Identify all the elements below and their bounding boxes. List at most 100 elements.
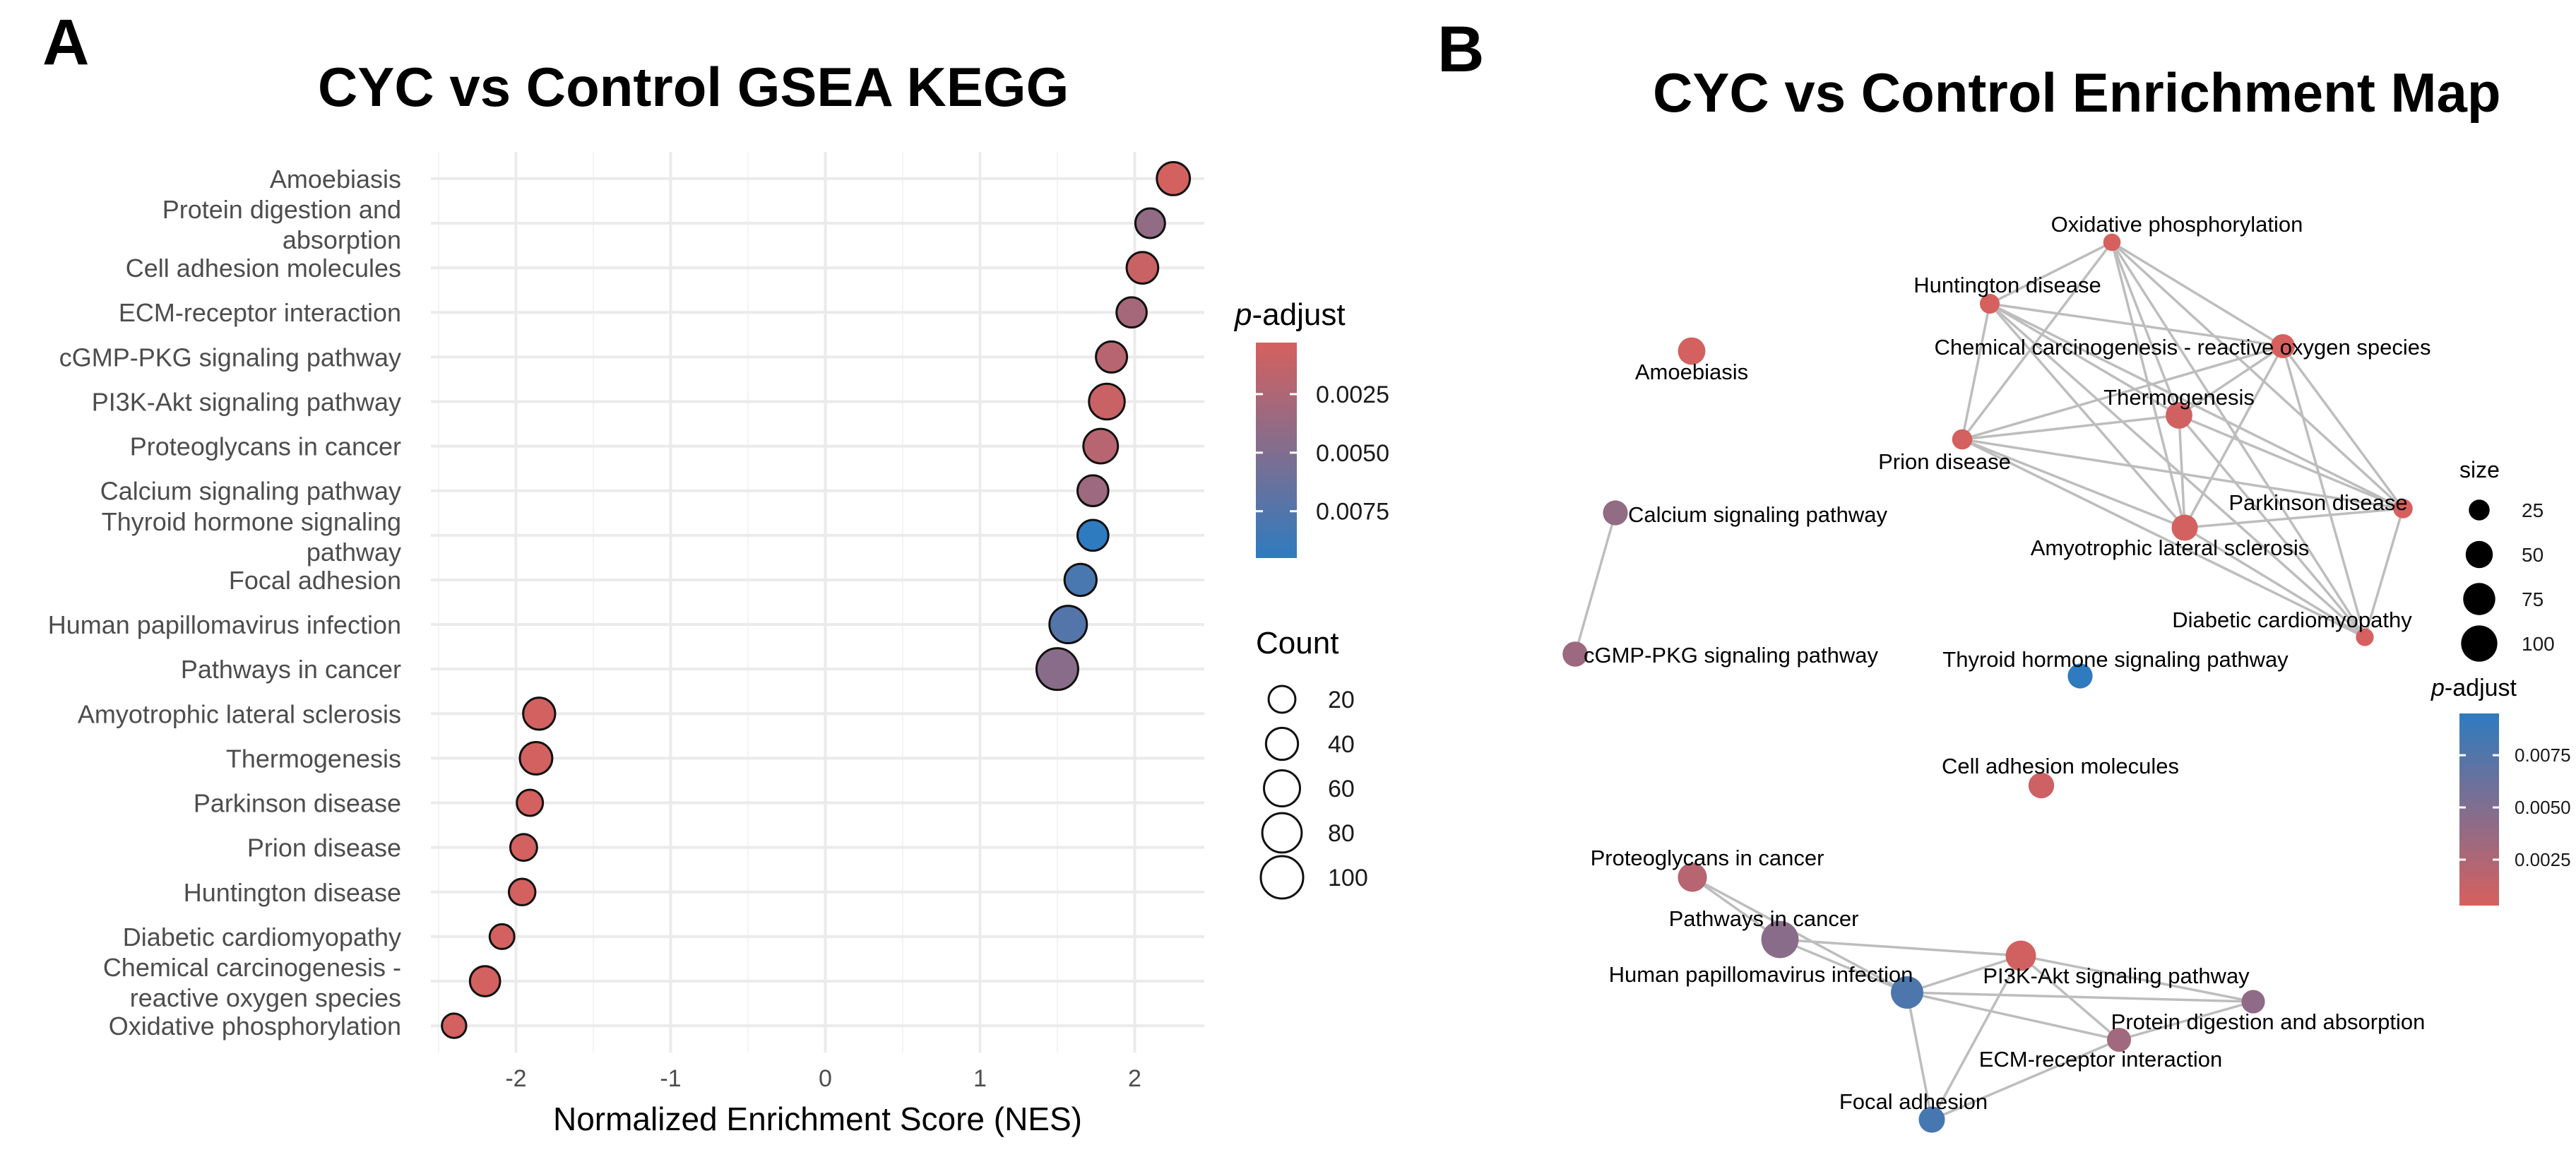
network-edge: [2111, 241, 2284, 348]
colorbar-label: 0.0025: [1316, 381, 1389, 408]
network-node: [2393, 499, 2413, 518]
size-legend-label: 75: [2522, 588, 2544, 610]
pathway-point: [1082, 427, 1120, 465]
network-edge: [2363, 508, 2404, 638]
network-edge: [2184, 526, 2366, 639]
network-edge: [1988, 302, 2186, 529]
network-node-label: Amyotrophic lateral sclerosis: [2031, 535, 2310, 560]
y-tick-label: Thermogenesis: [226, 744, 401, 773]
network-node: [2103, 233, 2121, 251]
network-edge: [2111, 241, 2404, 510]
network-edge: [1961, 345, 2284, 441]
network-node-label: Huntington disease: [1913, 273, 2101, 297]
network-edge: [1989, 302, 2180, 417]
y-tick-label: ECM-receptor interaction: [119, 298, 401, 327]
colorbar-label: 0.0050: [1316, 440, 1389, 467]
network-node-label: Focal adhesion: [1839, 1089, 1988, 1114]
pathway-point: [518, 740, 554, 776]
pathway-point: [468, 965, 501, 997]
network-node: [1761, 920, 1799, 959]
network-node: [2241, 990, 2265, 1014]
y-tick-label: PI3K-Akt signaling pathway: [92, 387, 401, 416]
panel-a-letter: A: [42, 6, 90, 78]
network-edge: [1989, 241, 2113, 305]
network-node: [1891, 976, 1923, 1009]
network-edge: [1574, 512, 1617, 655]
count-legend-label: 20: [1328, 687, 1355, 713]
network-node: [1603, 500, 1628, 526]
panel-b-letter: B: [1437, 13, 1485, 85]
network-edge: [1961, 414, 2180, 441]
network-edge: [2184, 507, 2404, 529]
network-edge: [1692, 876, 1908, 994]
size-legend-circle: [2463, 583, 2495, 615]
network-node-label: Amoebiasis: [1635, 360, 1748, 384]
network-node: [1979, 293, 2000, 314]
network-edge: [1779, 938, 1908, 994]
size-legend-title: size: [2459, 457, 2500, 482]
network-node: [1562, 641, 1588, 667]
size-legend-label: 100: [2522, 633, 2555, 655]
y-tick-label: Parkinson disease: [194, 789, 401, 818]
pathway-point: [1048, 605, 1088, 645]
pathway-point: [1134, 207, 1166, 239]
network-edge: [2178, 415, 2186, 528]
pathway-point: [507, 877, 537, 906]
pathway-point: [1115, 296, 1148, 329]
network-edge: [2020, 954, 2254, 1003]
network-node-label: Thyroid hormone signaling pathway: [1942, 647, 2289, 672]
count-legend-circle: [1261, 812, 1303, 854]
network-node-label: Diabetic cardiomyopathy: [2172, 607, 2412, 632]
y-tick-label: Focal adhesion: [229, 566, 401, 595]
y-tick-label: Oxidative phosphorylation: [109, 1012, 401, 1041]
network-edge: [1906, 992, 1933, 1120]
network-edge: [1961, 438, 2185, 529]
y-tick-label: Protein digestion and: [162, 195, 401, 224]
padjust-colorbar: [2459, 713, 2499, 906]
count-legend-circle: [1267, 684, 1297, 714]
network-node: [1678, 862, 1707, 892]
padjust-legend-title: p-adjust: [2430, 675, 2517, 701]
x-tick-label: 1: [973, 1065, 987, 1092]
network-edge: [1930, 955, 2022, 1120]
y-tick-label: Proteoglycans in cancer: [130, 432, 401, 461]
network-node-label: Chemical carcinogenesis - reactive oxyge…: [1935, 335, 2431, 360]
network-node: [2106, 1027, 2132, 1053]
network-edge: [2281, 345, 2366, 638]
network-edge: [1988, 302, 2366, 639]
y-tick-label: Cell adhesion molecules: [126, 254, 401, 283]
network-edge: [1906, 991, 2254, 1003]
pathway-point: [1088, 382, 1126, 421]
y-tick-label-line2: reactive oxygen species: [130, 983, 401, 1012]
y-tick-label: Thyroid hormone signaling: [102, 507, 401, 536]
network-node: [2005, 940, 2036, 971]
network-edge: [1961, 241, 2113, 441]
count-legend-title: Count: [1256, 626, 1339, 660]
gsea-chart-title: CYC vs Control GSEA KEGG: [318, 56, 1069, 118]
pathway-point: [1156, 160, 1192, 196]
pathway-point: [1076, 474, 1110, 508]
network-node: [2356, 628, 2374, 646]
padjust-colorbar: [1256, 343, 1297, 558]
pathway-point: [1095, 340, 1129, 374]
network-node: [1678, 337, 1706, 365]
network-node-label: cGMP-PKG signaling pathway: [1584, 643, 1878, 668]
network-node-label: Pathways in cancer: [1669, 906, 1859, 931]
count-legend-circle: [1263, 769, 1301, 807]
network-node-label: Parkinson disease: [2228, 490, 2407, 515]
pathway-point: [509, 833, 538, 862]
count-legend-circle: [1259, 855, 1305, 900]
pathway-point: [1076, 518, 1110, 552]
pathway-point: [488, 923, 516, 950]
y-tick-label: Amyotrophic lateral sclerosis: [78, 699, 401, 728]
colorbar-label: 0.0025: [2515, 849, 2571, 870]
network-node-label: Prion disease: [1878, 449, 2011, 474]
network-node: [1918, 1106, 1945, 1133]
x-tick-label: 0: [819, 1065, 832, 1092]
network-node-label: Thermogenesis: [2103, 385, 2255, 410]
colorbar-label: 0.0075: [1316, 499, 1389, 526]
network-node-label: Cell adhesion molecules: [1942, 754, 2179, 778]
